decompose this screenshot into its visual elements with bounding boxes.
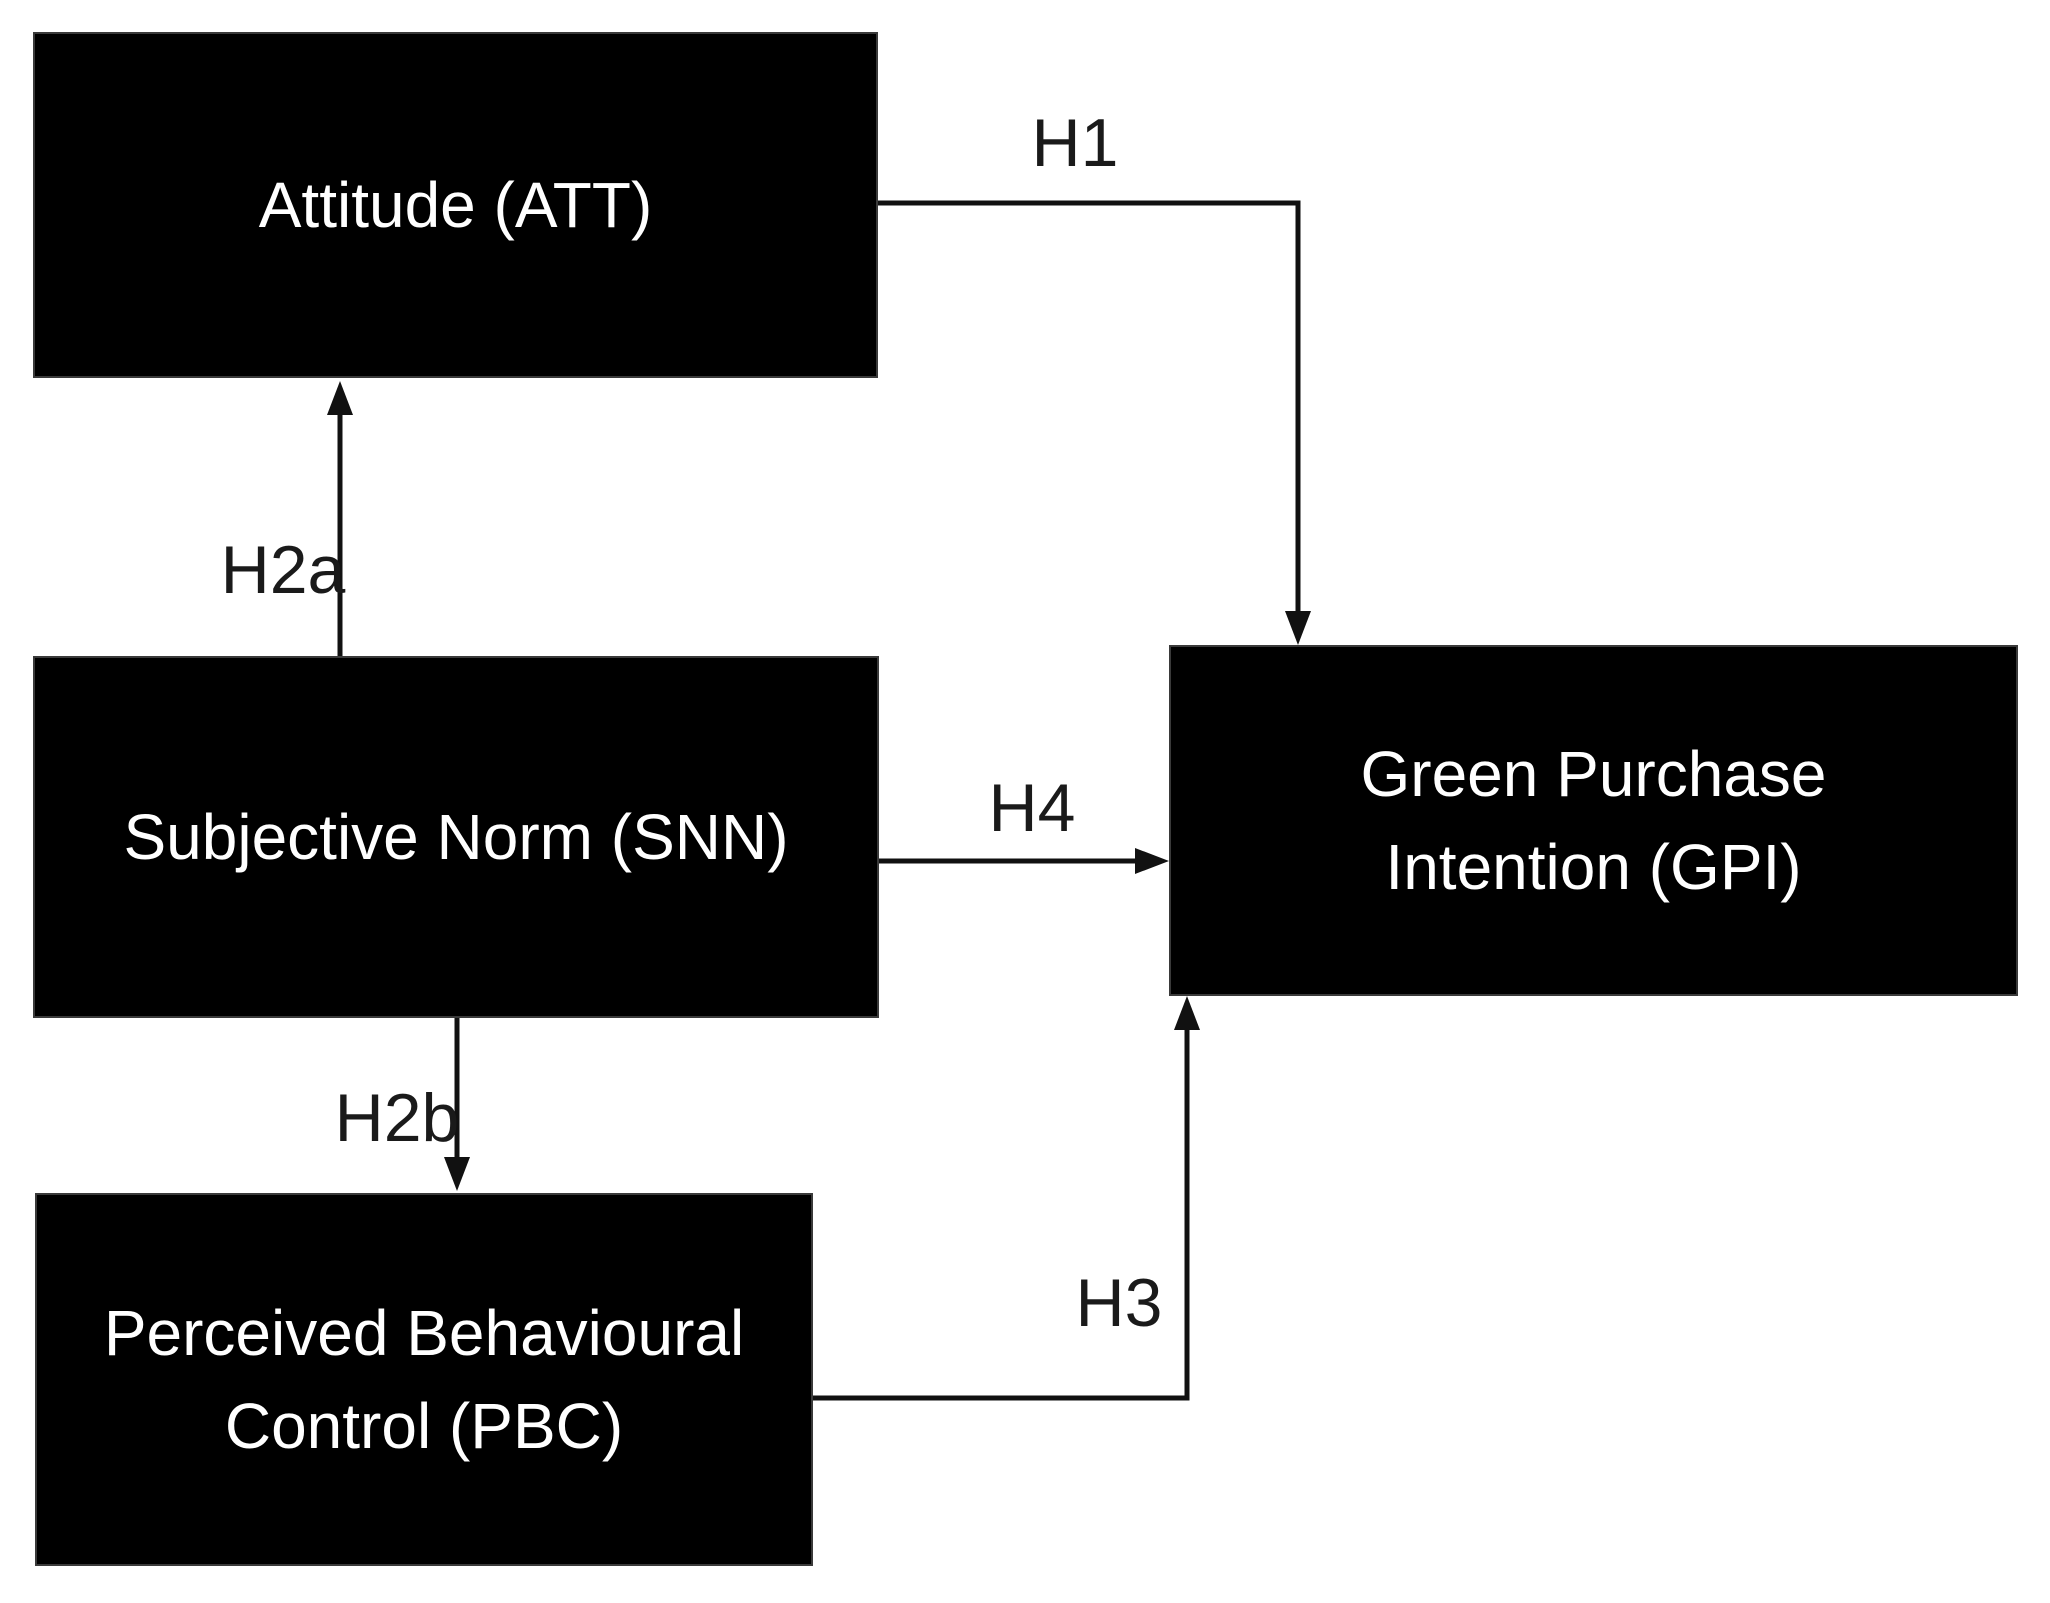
label-h4: H4: [988, 770, 1076, 846]
box-attitude-label: Attitude (ATT): [258, 168, 653, 241]
arrow-h4-snn-to-gpi: [879, 848, 1169, 874]
arrow-h1-att-to-gpi: [878, 200, 1311, 645]
box-green-purchase-intention-label: Green Purchase Intention (GPI): [1360, 737, 1827, 903]
box-green-purchase-intention: Green Purchase Intention (GPI): [1169, 645, 2018, 996]
box-subjective-norm: Subjective Norm (SNN): [33, 656, 879, 1018]
arrow-h3-pbc-to-gpi: [813, 996, 1200, 1401]
label-h1: H1: [1031, 105, 1119, 181]
label-h2b: H2b: [334, 1080, 460, 1156]
box-perceived-behavioural-control: Perceived Behavioural Control (PBC): [35, 1193, 813, 1566]
arrowhead-down-icon: [444, 1157, 470, 1191]
label-h2a: H2a: [220, 532, 346, 608]
box-subjective-norm-label: Subjective Norm (SNN): [123, 800, 789, 873]
box-perceived-behavioural-control-label: Perceived Behavioural Control (PBC): [103, 1296, 745, 1462]
arrow-h3-line: [813, 1028, 1190, 1401]
box-attitude: Attitude (ATT): [33, 32, 878, 378]
label-h3: H3: [1075, 1265, 1163, 1341]
arrow-h2b-snn-to-pbc: [444, 1018, 470, 1191]
arrow-h1-line: [878, 200, 1301, 614]
arrowhead-up-icon: [327, 381, 353, 415]
arrowhead-up-icon: [1174, 996, 1200, 1030]
arrow-h2a-snn-to-att: [327, 381, 353, 656]
arrowhead-down-icon: [1285, 611, 1311, 645]
arrowhead-right-icon: [1135, 848, 1169, 874]
